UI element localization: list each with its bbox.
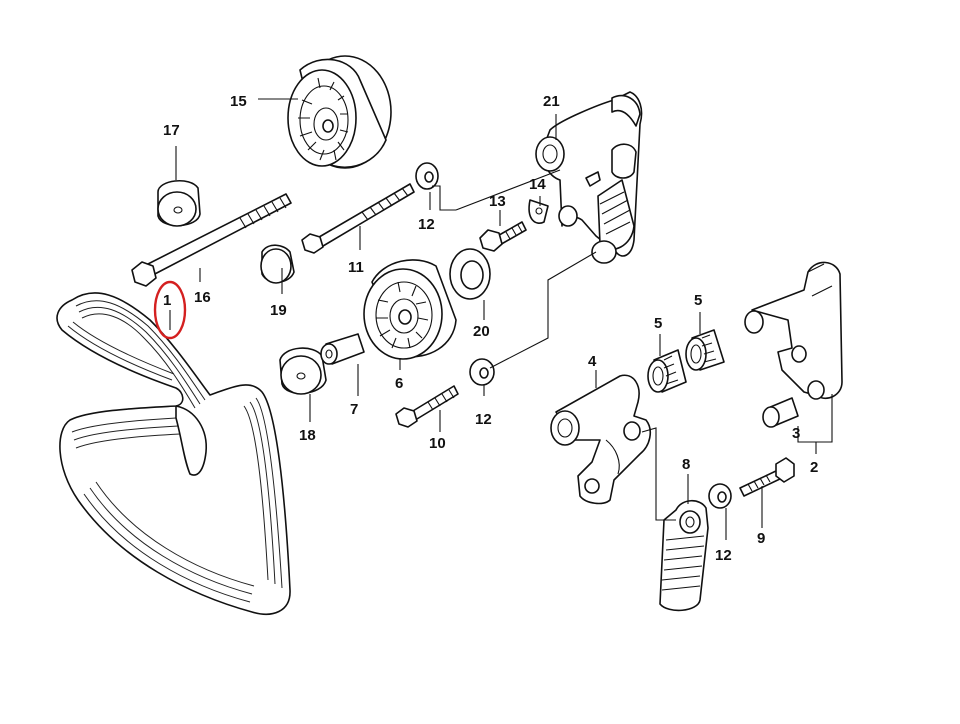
callout-6: 6 xyxy=(395,375,403,392)
leader-lines xyxy=(175,98,833,540)
callout-12a: 12 xyxy=(418,216,435,233)
cover-cap xyxy=(157,180,201,227)
ribbed-belt xyxy=(56,292,291,615)
callout-21: 21 xyxy=(543,93,560,110)
washer-top xyxy=(415,162,439,190)
washer-bottom xyxy=(708,483,732,509)
idler-pulley-large xyxy=(287,55,392,169)
callout-11: 11 xyxy=(348,259,364,276)
callout-12c: 12 xyxy=(715,547,732,564)
hex-bolt xyxy=(479,221,527,252)
callout-18: 18 xyxy=(299,427,316,444)
spacer-washer xyxy=(449,248,491,300)
callout-13: 13 xyxy=(489,193,506,210)
damper-bolt xyxy=(739,457,795,497)
hydraulic-damper xyxy=(659,499,709,612)
highlight-marker xyxy=(153,280,187,340)
callout-5a: 5 xyxy=(654,315,662,332)
tensioner-bolt xyxy=(395,385,459,428)
callout-14: 14 xyxy=(529,176,546,193)
callout-5b: 5 xyxy=(694,292,702,309)
needle-bearing-left xyxy=(647,349,687,393)
callout-20: 20 xyxy=(473,323,490,340)
callout-2: 2 xyxy=(810,459,818,476)
callout-19: 19 xyxy=(270,302,287,319)
idler-pulley-small xyxy=(363,259,457,360)
bracket-bushing xyxy=(762,397,799,428)
callout-9: 9 xyxy=(757,530,765,547)
callout-12b: 12 xyxy=(475,411,492,428)
spacer-sleeve xyxy=(320,333,365,365)
callout-17: 17 xyxy=(163,122,180,139)
callout-1: 1 xyxy=(163,292,171,309)
long-bolt xyxy=(131,193,292,287)
callout-3: 3 xyxy=(792,425,800,442)
callout-4: 4 xyxy=(588,353,597,370)
plastic-cap xyxy=(260,244,295,284)
tensioner-arm xyxy=(550,374,652,505)
belt-tensioner-assembly xyxy=(535,91,643,264)
callout-labels: 1 2 3 4 5 5 6 7 8 9 10 11 12 12 12 13 14… xyxy=(163,93,818,564)
callout-10: 10 xyxy=(429,435,446,452)
callout-16: 16 xyxy=(194,289,211,306)
callout-8: 8 xyxy=(682,456,690,473)
tensioner-bracket xyxy=(744,261,843,400)
washer-middle xyxy=(469,358,495,386)
pulley-cap xyxy=(279,347,327,395)
pulley-bolt xyxy=(301,183,415,254)
callout-15: 15 xyxy=(230,93,247,110)
highlight-ring xyxy=(153,280,187,340)
needle-bearing-right xyxy=(685,329,725,371)
retaining-clip xyxy=(528,199,549,224)
callout-7: 7 xyxy=(350,401,358,418)
